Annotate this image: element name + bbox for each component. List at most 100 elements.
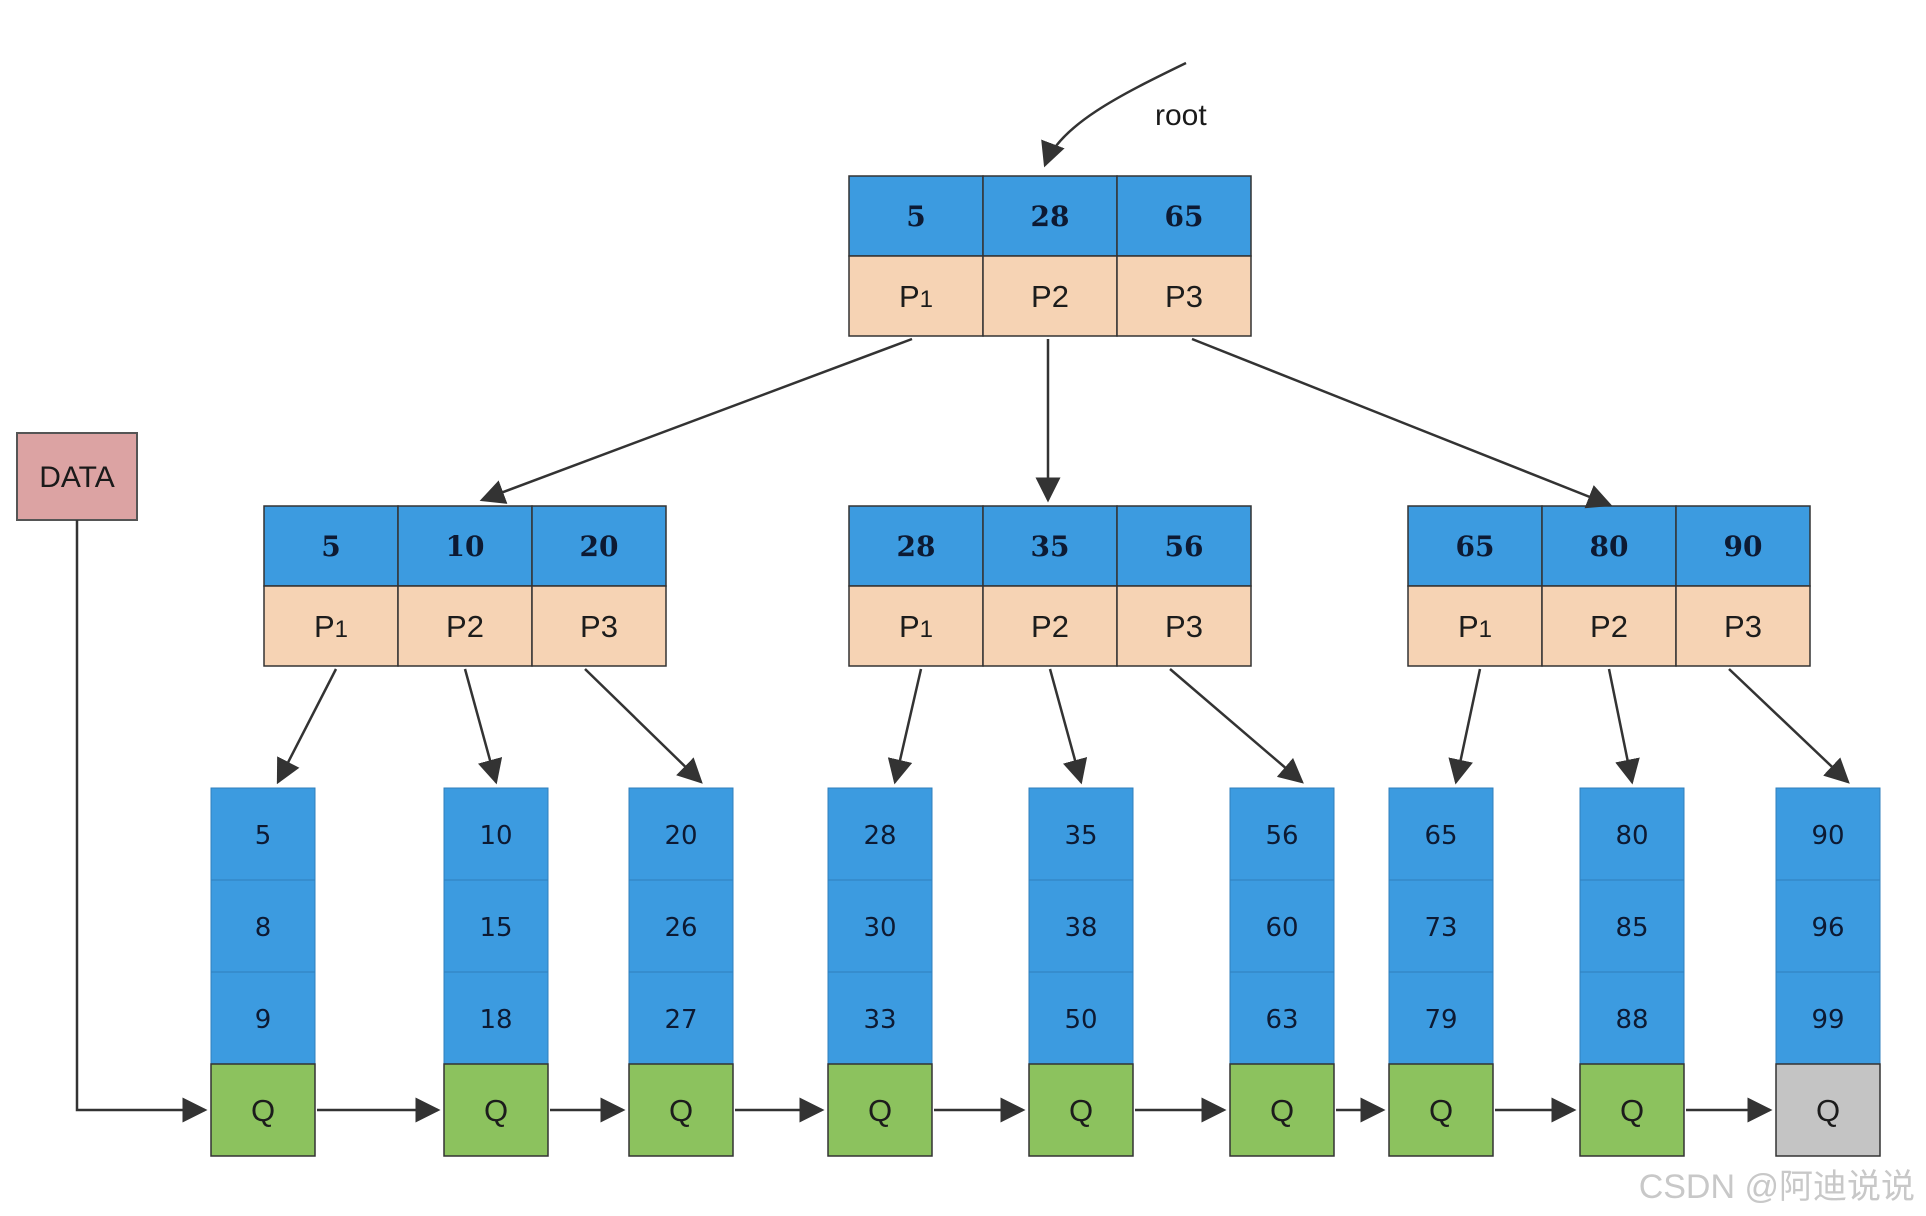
leaf-next-pointer-cell: [827, 1063, 933, 1157]
leaf-next-label: Q: [251, 1093, 275, 1128]
root-arrow: [1041, 61, 1187, 168]
key-cell: [1541, 505, 1677, 587]
root-to-internal-arrow: [1191, 337, 1613, 509]
internal-to-leaf-arrow: [1048, 668, 1088, 785]
leaf-value: 85: [1615, 913, 1648, 943]
watermark: CSDN @阿迪说说: [1639, 1168, 1915, 1206]
leaf-next-label: Q: [1429, 1093, 1453, 1128]
leaf-node: 5 8 9Q: [210, 787, 316, 1157]
pointer-label: P2: [1590, 609, 1628, 644]
pointer-cell: [397, 585, 533, 667]
internal-to-leaf-arrow: [1169, 668, 1304, 784]
leaf-value: 80: [1615, 821, 1648, 851]
pointer-label: P3: [1724, 609, 1762, 644]
leaf-value: 56: [1265, 821, 1298, 851]
pointer-cell: [1116, 585, 1252, 667]
pointer-cell: [263, 585, 399, 667]
leaf-value-cell: [1388, 879, 1494, 973]
leaf-value: 60: [1265, 913, 1298, 943]
leaf-next-label: Q: [1069, 1093, 1093, 1128]
leaf-value-cell: [1388, 787, 1494, 881]
key-cell: [1407, 505, 1543, 587]
leaf-value: 18: [479, 1005, 512, 1035]
leaf-value: 99: [1811, 1005, 1844, 1035]
pointer-cell: [1675, 585, 1811, 667]
pointer-cell: [848, 585, 984, 667]
pointer-cell: [1541, 585, 1677, 667]
pointer-cell: [1407, 585, 1543, 667]
leaf-value-cell: [1388, 971, 1494, 1065]
leaf-value-cell: [1775, 879, 1881, 973]
key-label: 28: [1031, 200, 1070, 233]
leaf-next-pointer-cell: [210, 1063, 316, 1157]
leaf-next-pointer-cell: [1775, 1063, 1881, 1157]
leaf-value: 28: [863, 821, 896, 851]
root-to-internal-arrow: [479, 337, 913, 504]
pointer-label: P3: [1165, 279, 1203, 314]
leaf-value: 88: [1615, 1005, 1648, 1035]
pointer-cell: [982, 255, 1118, 337]
leaf-next-label: Q: [669, 1093, 693, 1128]
key-label: 10: [446, 530, 485, 563]
leaf-value-cell: [628, 787, 734, 881]
leaf-next-label: Q: [868, 1093, 892, 1128]
key-cell: [397, 505, 533, 587]
internal-to-leaf-arrow: [1448, 668, 1482, 785]
leaf-node: 28 30 33Q: [827, 787, 933, 1157]
pointer-label: P1: [899, 609, 933, 644]
leaf-value: 5: [255, 821, 272, 851]
leaf-value: 33: [863, 1005, 896, 1035]
key-label: 90: [1724, 530, 1763, 563]
data-box: DATA: [16, 432, 138, 521]
pointer-label: P1: [314, 609, 348, 644]
internal-to-leaf-arrow: [584, 668, 703, 784]
key-label: 80: [1590, 530, 1629, 563]
leaf-value-cell: [443, 971, 549, 1065]
internal-to-leaf-arrow: [1607, 668, 1640, 785]
pointer-label: P2: [1031, 609, 1069, 644]
pointer-label: P1: [899, 279, 933, 314]
key-label: 28: [897, 530, 936, 563]
leaf-value-cell: [210, 879, 316, 973]
leaf-value-cell: [1775, 971, 1881, 1065]
leaf-value-cell: [1229, 787, 1335, 881]
leaf-value: 50: [1064, 1005, 1097, 1035]
leaf-chain-arrows: [75, 520, 1773, 1123]
key-label: 35: [1031, 530, 1070, 563]
root-label: root: [1155, 99, 1207, 132]
leaf-value-cell: [1028, 787, 1134, 881]
internal-to-leaf-arrow: [463, 668, 503, 785]
pointer-cell: [531, 585, 667, 667]
leaf-value: 96: [1811, 913, 1844, 943]
leaf-value: 9: [255, 1005, 272, 1035]
leaf-value: 65: [1424, 821, 1457, 851]
leaf-value: 73: [1424, 913, 1457, 943]
leaf-value: 30: [863, 913, 896, 943]
leaf-value: 90: [1811, 821, 1844, 851]
pointer-label: P2: [446, 609, 484, 644]
leaf-value-cell: [210, 787, 316, 881]
leaf-value: 8: [255, 913, 272, 943]
key-label: 20: [580, 530, 619, 563]
pointer-cell: [982, 585, 1118, 667]
leaf-value-cell: [1579, 879, 1685, 973]
key-label: 5: [321, 530, 340, 563]
leaf-value: 38: [1064, 913, 1097, 943]
internal-to-leaf-arrow: [887, 668, 923, 785]
key-cell: [531, 505, 667, 587]
pointer-label: P2: [1031, 279, 1069, 314]
leaf-next-label: Q: [484, 1093, 508, 1128]
leaf-value-cell: [443, 879, 549, 973]
pointer-label: P3: [1165, 609, 1203, 644]
leaf-value: 20: [664, 821, 697, 851]
tree-edges: [276, 337, 1850, 785]
data-to-leaf-arrow: [75, 520, 208, 1123]
